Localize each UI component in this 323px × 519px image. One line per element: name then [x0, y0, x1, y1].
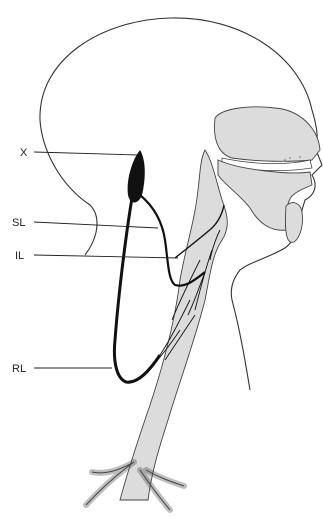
vagus-ganglion — [128, 150, 145, 203]
label-sl: SL — [12, 217, 25, 229]
leader-sl — [34, 222, 158, 228]
lower-jaw — [285, 203, 302, 243]
label-rl: RL — [12, 363, 26, 375]
nasal-cavity — [214, 107, 320, 161]
vagus-trunk — [114, 198, 160, 382]
leader-il — [34, 255, 178, 258]
label-x: X — [20, 147, 28, 159]
back-of-neck-outline — [40, 120, 97, 255]
label-il: IL — [15, 250, 24, 262]
leader-x — [34, 152, 138, 155]
pharynx — [120, 150, 227, 500]
